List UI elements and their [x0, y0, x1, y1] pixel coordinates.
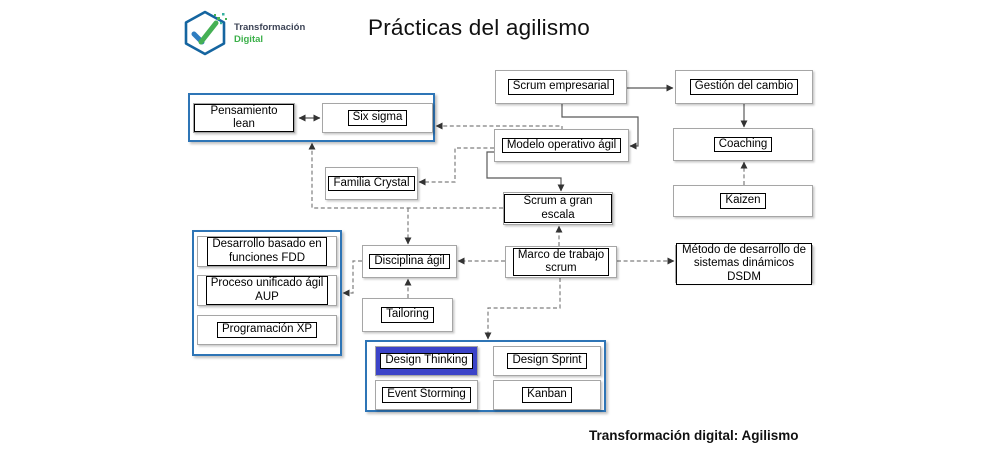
node-label: Six sigma: [347, 110, 408, 126]
node-label: Método de desarrollo de sistemas dinámic…: [676, 243, 812, 285]
node-design-thinking[interactable]: Design Thinking: [375, 346, 478, 376]
node-label: Coaching: [713, 136, 773, 153]
node-programacion-xp[interactable]: Programación XP: [197, 315, 337, 345]
node-gestion-del-cambio[interactable]: Gestión del cambio: [675, 70, 813, 104]
node-familia-crystal[interactable]: Familia Crystal: [325, 167, 418, 200]
node-scrum-empresarial[interactable]: Scrum empresarial: [495, 70, 627, 104]
node-label: Programación XP: [216, 322, 318, 338]
node-kanban[interactable]: Kanban: [493, 380, 601, 410]
node-label: Pensamiento lean: [194, 103, 294, 133]
node-tailoring[interactable]: Tailoring: [362, 298, 453, 332]
connector-modelooperativo-familiacrystal: [418, 147, 494, 186]
brand-logo: Transformación Digital: [181, 9, 331, 57]
node-label: Marco de trabajo scrum: [512, 247, 610, 277]
node-design-sprint[interactable]: Design Sprint: [493, 346, 601, 376]
node-label: Event Storming: [382, 387, 471, 403]
node-label: Gestión del cambio: [689, 79, 799, 95]
node-label: Design Thinking: [380, 353, 473, 369]
logo-text-line1: Transformación: [234, 22, 306, 33]
node-label: Kaizen: [720, 193, 766, 209]
node-six-sigma[interactable]: Six sigma: [322, 103, 433, 133]
node-label: Desarrollo basado en funciones FDD: [207, 237, 327, 266]
node-label: Familia Crystal: [328, 175, 415, 192]
connector-disciplinaagil-metodosgroup: [342, 260, 362, 297]
node-dsdm[interactable]: Método de desarrollo de sistemas dinámic…: [675, 243, 813, 285]
page-title: Prácticas del agilismo: [368, 15, 590, 40]
node-coaching[interactable]: Coaching: [673, 128, 813, 161]
node-label: Kanban: [522, 387, 572, 403]
node-modelo-operativo-agil[interactable]: Modelo operativo ágil: [494, 129, 629, 162]
node-pensamiento-lean[interactable]: Pensamiento lean: [193, 103, 295, 133]
node-label: Disciplina ágil: [369, 253, 450, 270]
node-label: Proceso unificado ágil AUP: [205, 276, 329, 305]
footer-caption: Transformación digital: Agilismo: [589, 428, 799, 443]
logo-text-line2: Digital: [234, 34, 264, 45]
node-fdd[interactable]: Desarrollo basado en funciones FDD: [197, 236, 337, 267]
node-label: Design Sprint: [507, 353, 587, 369]
hexagon-check-icon: [184, 10, 227, 56]
node-label: Modelo operativo ágil: [501, 137, 622, 154]
node-label: Scrum a gran escala: [504, 194, 612, 223]
node-scrum-a-gran-escala[interactable]: Scrum a gran escala: [503, 192, 613, 225]
node-disciplina-agil[interactable]: Disciplina ágil: [362, 245, 457, 278]
node-label: Scrum empresarial: [507, 79, 615, 95]
node-kaizen[interactable]: Kaizen: [673, 185, 813, 217]
node-label: Tailoring: [381, 307, 434, 323]
node-marco-de-trabajo-scrum[interactable]: Marco de trabajo scrum: [505, 246, 617, 278]
node-aup[interactable]: Proceso unificado ágil AUP: [197, 275, 337, 306]
node-event-storming[interactable]: Event Storming: [375, 380, 478, 410]
connector-marcoscrum-designgroup: [484, 278, 561, 340]
